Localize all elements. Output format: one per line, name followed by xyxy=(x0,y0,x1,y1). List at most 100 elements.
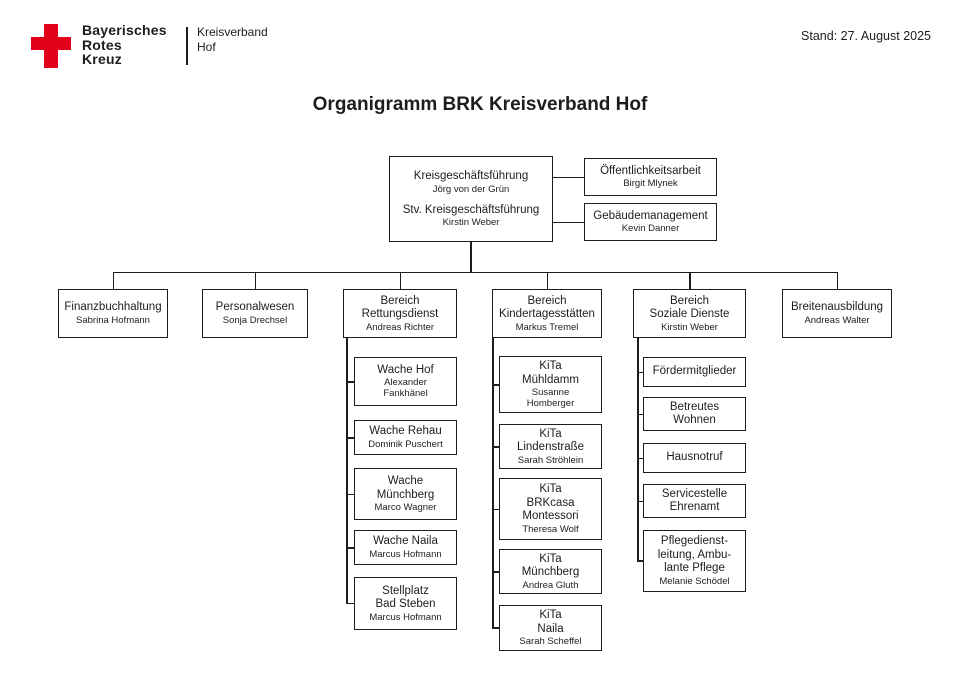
unit-title: Bereich Rettungsdienst xyxy=(361,294,439,321)
unit-title: Gebäudemanagement xyxy=(593,209,708,222)
trunk-kitas xyxy=(492,338,494,628)
unit-title: Servicestelle Ehrenamt xyxy=(661,487,728,514)
unit-lead: Jörg von der Grün xyxy=(432,183,510,195)
unit-title: Breitenausbildung xyxy=(790,301,884,314)
unit-lead: Theresa Wolf xyxy=(522,523,579,535)
org-box-kita-muehldamm: KiTa Mühldamm Susanne Homberger xyxy=(499,356,602,413)
unit-lead: Melanie Schödel xyxy=(659,575,730,587)
unit-title: Hausnotruf xyxy=(666,451,723,464)
unit-title: Bereich Kindertagesstätten xyxy=(499,294,595,321)
stub-kita-brkcasa xyxy=(492,508,499,510)
unit-lead: Marco Wagner xyxy=(374,502,437,513)
org-box-gebaeudemanagement: Gebäudemanagement Kevin Danner xyxy=(584,203,717,241)
connector-drop-2 xyxy=(254,272,256,289)
unit-title: Bereich Soziale Dienste xyxy=(649,294,730,321)
connector-drop-3 xyxy=(399,272,401,289)
logo-divider xyxy=(186,27,188,65)
unit-lead: Sarah Ströhlein xyxy=(517,454,584,466)
unit-lead: Birgit Mlynek xyxy=(623,178,678,190)
org-box-kita-muenchberg: KiTa Münchberg Andrea Gluth xyxy=(499,549,602,594)
org-box-bereich-rettungsdienst: Bereich Rettungsdienst Andreas Richter xyxy=(343,289,457,338)
org-box-kreisgeschaeftsfuehrung: Kreisgeschäftsführung Jörg von der Grün … xyxy=(389,156,553,242)
unit-title: Wache Rehau xyxy=(369,425,442,438)
stub-foerdermitglieder xyxy=(637,371,643,373)
connector-drop-6 xyxy=(836,272,838,289)
org-box-servicestelle-ehrenamt: Servicestelle Ehrenamt xyxy=(643,484,746,518)
unit-lead: Kevin Danner xyxy=(621,223,680,235)
org-box-pflegedienstleitung: Pflegedienst- leitung, Ambu- lante Pfleg… xyxy=(643,530,746,592)
unit-lead: Susanne Homberger xyxy=(526,387,575,409)
org-box-kita-brkcasa-montessori: KiTa BRKcasa Montessori Theresa Wolf xyxy=(499,478,602,540)
unit-title: Wache Hof xyxy=(377,363,434,376)
unit-title: Finanzbuchhaltung xyxy=(64,301,162,314)
stub-betreutes-wohnen xyxy=(637,413,643,415)
stub-pflegedienstleitung xyxy=(637,560,643,562)
stub-wache-naila xyxy=(346,547,354,549)
stub-kita-lindenstrasse xyxy=(492,446,499,448)
logo-wordmark: Bayerisches Rotes Kreuz xyxy=(82,22,167,67)
stub-wache-rehau xyxy=(346,437,354,439)
org-box-oeffentlichkeitsarbeit: Öffentlichkeitsarbeit Birgit Mlynek xyxy=(584,158,717,196)
unit-title: Wache Münchberg xyxy=(376,475,435,501)
stub-wache-muenchberg xyxy=(346,493,354,495)
org-box-stellplatz-bad-steben: Stellplatz Bad Steben Marcus Hofmann xyxy=(354,577,457,630)
stub-kita-naila xyxy=(492,627,499,629)
org-unit-label: Kreisverband Hof xyxy=(197,25,268,54)
unit-deputy-title: Stv. Kreisgeschäftsführung xyxy=(402,203,540,216)
unit-lead: Andreas Richter xyxy=(365,321,435,333)
org-box-bereich-soziale-dienste: Bereich Soziale Dienste Kirstin Weber xyxy=(633,289,746,338)
unit-lead: Andrea Gluth xyxy=(522,579,579,591)
unit-lead: Andreas Walter xyxy=(804,314,870,326)
unit-title: Pflegedienst- leitung, Ambu- lante Pfleg… xyxy=(657,535,732,575)
page-title: Organigramm BRK Kreisverband Hof xyxy=(312,94,648,115)
unit-lead: Marcus Hofmann xyxy=(369,548,442,560)
stub-kita-muenchberg xyxy=(492,571,499,573)
org-box-foerdermitglieder: Fördermitglieder xyxy=(643,357,746,387)
connector-drop-1 xyxy=(112,272,114,289)
connector-drop-4 xyxy=(546,272,548,289)
connector-root-drop xyxy=(470,242,472,272)
unit-title: Öffentlichkeitsarbeit xyxy=(600,164,701,177)
org-box-breitenausbildung: Breitenausbildung Andreas Walter xyxy=(782,289,892,338)
unit-title: KiTa Münchberg xyxy=(521,552,580,579)
connector-drop-5 xyxy=(689,272,691,289)
unit-title: Fördermitglieder xyxy=(652,365,737,378)
date-label: Stand: 27. August 2025 xyxy=(801,29,931,43)
connector-staff-2 xyxy=(553,221,584,223)
org-box-wache-muenchberg: Wache Münchberg Marco Wagner xyxy=(354,468,457,520)
unit-title: Stellplatz Bad Steben xyxy=(375,584,436,611)
unit-lead: Sonja Drechsel xyxy=(222,314,288,326)
unit-title: Wache Naila xyxy=(373,535,438,548)
org-box-wache-naila: Wache Naila Marcus Hofmann xyxy=(354,530,457,565)
red-cross-horizontal-bar xyxy=(31,37,71,50)
connector-staff-1 xyxy=(553,176,584,178)
unit-title: Kreisgeschäftsführung xyxy=(413,170,529,182)
org-box-finanzbuchhaltung: Finanzbuchhaltung Sabrina Hofmann xyxy=(58,289,168,338)
unit-title: Betreutes Wohnen xyxy=(669,400,720,427)
trunk-soziale-dienste xyxy=(637,338,639,561)
stub-servicestelle xyxy=(637,500,643,502)
red-cross-logo-icon xyxy=(31,24,71,68)
connector-bus xyxy=(112,271,838,273)
stub-stellplatz xyxy=(346,602,354,604)
stub-wache-hof xyxy=(346,381,354,383)
trunk-rettungsdienst xyxy=(346,338,348,604)
org-box-bereich-kindertagesstaetten: Bereich Kindertagesstätten Markus Tremel xyxy=(492,289,602,338)
unit-lead: Alexander Fankhänel xyxy=(383,377,428,400)
unit-lead: Dominik Puschert xyxy=(368,438,443,450)
org-box-kita-lindenstrasse: KiTa Lindenstraße Sarah Ströhlein xyxy=(499,424,602,469)
org-box-wache-rehau: Wache Rehau Dominik Puschert xyxy=(354,420,457,455)
org-box-hausnotruf: Hausnotruf xyxy=(643,443,746,473)
org-box-kita-naila: KiTa Naila Sarah Scheffel xyxy=(499,605,602,651)
unit-title: KiTa BRKcasa Montessori xyxy=(522,483,579,523)
unit-lead: Sarah Scheffel xyxy=(519,636,582,647)
unit-lead: Markus Tremel xyxy=(515,321,579,333)
org-box-wache-hof: Wache Hof Alexander Fankhänel xyxy=(354,357,457,406)
unit-title: KiTa Mühldamm xyxy=(522,360,579,386)
unit-title: KiTa Lindenstraße xyxy=(516,427,585,454)
unit-title: KiTa Naila xyxy=(537,609,564,635)
unit-title: Personalwesen xyxy=(215,301,295,314)
unit-deputy-lead: Kirstin Weber xyxy=(442,217,500,228)
org-box-betreutes-wohnen: Betreutes Wohnen xyxy=(643,397,746,431)
